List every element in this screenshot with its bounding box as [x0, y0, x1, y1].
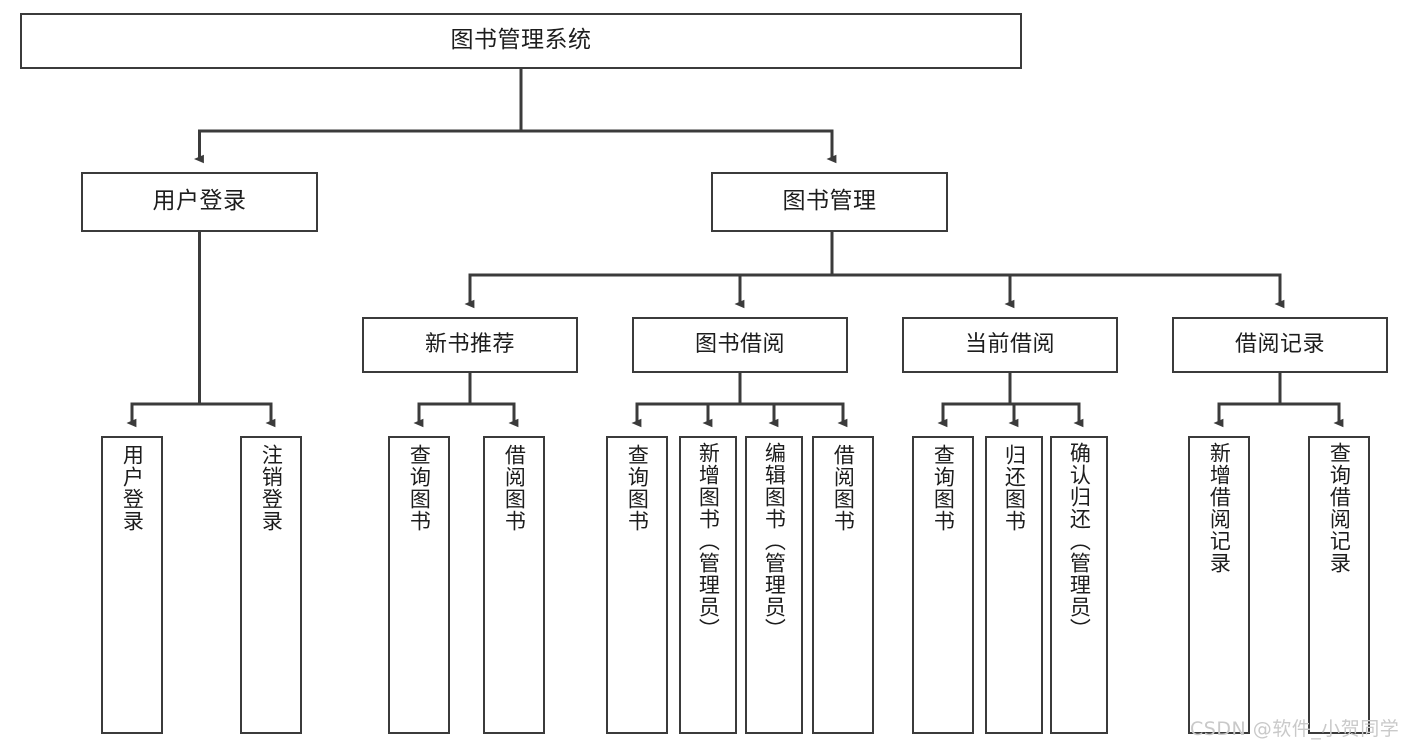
- leaf-user-logout[interactable]: 注销登录: [240, 436, 302, 734]
- node-user-login-label: 用户登录: [152, 188, 247, 215]
- leaf-query-record[interactable]: 查询借阅记录: [1308, 436, 1370, 734]
- node-new-book-rec-label: 新书推荐: [424, 331, 515, 357]
- leaf-edit-book-label: 编辑图书（管理员）: [762, 442, 787, 640]
- leaf-query-book-rec-label: 查询图书: [407, 444, 432, 532]
- leaf-query-book-rec[interactable]: 查询图书: [388, 436, 450, 734]
- leaf-edit-book[interactable]: 编辑图书（管理员）: [745, 436, 803, 734]
- leaf-borrow-book-label: 借阅图书: [831, 444, 856, 532]
- leaf-confirm-return[interactable]: 确认归还（管理员）: [1050, 436, 1108, 734]
- leaf-user-login-label: 用户登录: [120, 444, 145, 532]
- csdn-watermark: CSDN @软件_小贺同学: [1190, 718, 1400, 740]
- leaf-borrow-book-rec-label: 借阅图书: [502, 444, 527, 532]
- node-borrow-record-label: 借阅记录: [1234, 331, 1325, 357]
- node-new-book-rec[interactable]: 新书推荐: [362, 317, 578, 373]
- leaf-query-book-label: 查询图书: [625, 444, 650, 532]
- node-book-borrow-label: 图书借阅: [694, 331, 785, 357]
- leaf-add-book-label: 新增图书（管理员）: [696, 442, 721, 640]
- leaf-return-book-label: 归还图书: [1002, 444, 1027, 532]
- node-current-borrow[interactable]: 当前借阅: [902, 317, 1118, 373]
- leaf-add-book[interactable]: 新增图书（管理员）: [679, 436, 737, 734]
- leaf-user-logout-label: 注销登录: [259, 444, 284, 532]
- leaf-borrow-book[interactable]: 借阅图书: [812, 436, 874, 734]
- node-book-manage-label: 图书管理: [782, 188, 877, 215]
- node-user-login[interactable]: 用户登录: [81, 172, 318, 232]
- leaf-query-record-label: 查询借阅记录: [1327, 442, 1352, 574]
- leaf-borrow-book-rec[interactable]: 借阅图书: [483, 436, 545, 734]
- leaf-query-book-cur[interactable]: 查询图书: [912, 436, 974, 734]
- leaf-query-book[interactable]: 查询图书: [606, 436, 668, 734]
- node-current-borrow-label: 当前借阅: [964, 331, 1055, 357]
- node-root-label: 图书管理系统: [450, 27, 592, 54]
- leaf-add-record[interactable]: 新增借阅记录: [1188, 436, 1250, 734]
- leaf-add-record-label: 新增借阅记录: [1207, 442, 1232, 574]
- node-book-manage[interactable]: 图书管理: [711, 172, 948, 232]
- node-root[interactable]: 图书管理系统: [20, 13, 1022, 69]
- leaf-return-book[interactable]: 归还图书: [985, 436, 1043, 734]
- node-borrow-record[interactable]: 借阅记录: [1172, 317, 1388, 373]
- leaf-query-book-cur-label: 查询图书: [931, 444, 956, 532]
- leaf-confirm-return-label: 确认归还（管理员）: [1067, 442, 1092, 640]
- node-book-borrow[interactable]: 图书借阅: [632, 317, 848, 373]
- leaf-user-login[interactable]: 用户登录: [101, 436, 163, 734]
